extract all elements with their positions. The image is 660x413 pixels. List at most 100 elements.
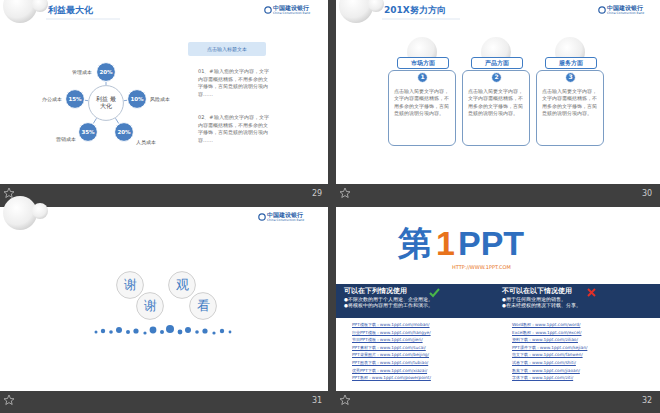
title-button: 点击输入标题文本 [188, 42, 266, 56]
number-circle: 3 [565, 72, 576, 83]
spoke-line [106, 82, 107, 85]
label-text: China Construction Bank [267, 219, 304, 223]
node-text: 谢 [124, 278, 137, 293]
node-text: 看 [197, 299, 210, 314]
spoke-line [115, 118, 118, 123]
node-text: 利益 最大化 [96, 96, 116, 110]
node-text: 10% [130, 96, 143, 102]
percent-circle: 20% [114, 122, 134, 142]
link-line: PPT背景图片：www.1ppt.com/beijing/ [352, 352, 429, 358]
link-line: 行业PPT模板：www.1ppt.com/hangye/ [352, 330, 431, 336]
label-text: 31 [312, 396, 322, 406]
node-text: 35% [81, 129, 94, 135]
spoke-line-stroke [85, 100, 88, 101]
link-line: 范文下载：www.1ppt.com/fanwen/ [512, 352, 583, 358]
panel-item: ●不限次数的用于个人用途、企业用途。 [344, 297, 495, 303]
info-band [336, 284, 660, 318]
number-circle: 1 [417, 72, 428, 83]
node-text: 15% [68, 96, 81, 102]
node-text: 点击输入简要文字内容，文字内容需概括精炼，不用多余的文字修饰，言简意赅的说明分项… [542, 88, 598, 117]
panel-heading: 可以在下列情况使用 [344, 287, 495, 297]
spoke-line [93, 118, 96, 123]
heading-tab: 服务方面 [545, 57, 597, 69]
usage-panel: 不可以在以下情况使用●用于任何商业用途的销售。●在未经授权的情况下转载、分享。 [500, 286, 656, 316]
label-text: 利益最大化 [48, 5, 93, 17]
link-line: PPT模板下载：www.1ppt.com/moban/ [352, 322, 430, 328]
label-text: 人员成本 [136, 139, 156, 146]
title-rule [382, 19, 460, 20]
label-text: HTTP://WWW.1PPT.COM [452, 264, 511, 271]
link-line: 节日PPT模板：www.1ppt.com/jieri/ [352, 337, 423, 343]
node-text: 点击输入标题文本 [207, 46, 247, 52]
logo-text: 1 [436, 226, 455, 260]
heading-tab: 产品方面 [471, 57, 523, 69]
label-text: 01、#输入您的文字内容，文字内容需概括精炼，不用多余的文字修饰，言简意赅的说明… [198, 68, 270, 98]
logo-text: PPT [458, 226, 524, 260]
link-line: Excel教程：www.1ppt.com/excel/ [512, 330, 581, 336]
label-text: 风险成本 [150, 96, 170, 103]
content-card: 点击输入简要文字内容，文字内容需概括精炼，不用多余的文字修饰，言简意赅的说明分项… [536, 70, 604, 146]
usage-panel: 可以在下列情况使用●不限次数的用于个人用途、企业用途。●将模板中的内容用于您的工… [342, 286, 497, 316]
percent-circle: 15% [65, 89, 85, 109]
node-text: 1 [420, 74, 424, 81]
label-text: 营销成本 [56, 136, 76, 143]
link-line: PPT教程：www.1ppt.com/powerpoint/ [352, 375, 431, 381]
panel-item: ●在未经授权的情况下转载、分享。 [502, 303, 654, 309]
node-text: 产品方面 [485, 59, 509, 68]
node-text: 点击输入简要文字内容，文字内容需概括精炼，不用多余的文字修饰，言简意赅的说明分项… [394, 88, 450, 117]
slide-panel [0, 0, 328, 184]
spoke-line [85, 100, 88, 101]
link-line: 优秀PPT下载：www.1ppt.com/xiazai/ [352, 368, 427, 374]
label-text: 32 [642, 396, 652, 406]
panel-item: ●用于任何商业用途的销售。 [502, 297, 654, 303]
title-rule [46, 19, 120, 20]
label-text: 办公成本 [42, 96, 62, 103]
node-text: 观 [176, 278, 189, 293]
spoke-line-stroke [106, 82, 107, 85]
label-text: 30 [642, 189, 652, 199]
node-text: 服务方面 [559, 59, 583, 68]
logo-text: 第 [398, 226, 432, 260]
link-line: Word教程：www.1ppt.com/word/ [512, 322, 580, 328]
deco-dots [95, 325, 232, 335]
content-card: 点击输入简要文字内容，文字内容需概括精炼，不用多余的文字修饰，言简意赅的说明分项… [462, 70, 530, 146]
percent-circle: 10% [127, 89, 147, 109]
link-line: 教案下载：www.1ppt.com/jiaoan/ [512, 368, 580, 374]
slide-panel [336, 0, 660, 184]
panel-item: ●将模板中的内容用于您的工作和演示。 [344, 303, 495, 309]
content-card: 点击输入简要文字内容，文字内容需概括精炼，不用多余的文字修饰，言简意赅的说明分项… [388, 70, 456, 146]
thanks-circle: 谢 [116, 271, 144, 299]
percent-circle: 35% [78, 122, 98, 142]
node-text: 20% [117, 129, 130, 135]
node-text: 谢 [144, 299, 157, 314]
link-line: PPT素材下载：www.1ppt.com/sucai/ [352, 345, 426, 351]
link-line: 试卷下载：www.1ppt.com/shiti/ [512, 360, 576, 366]
link-line: 资料下载：www.1ppt.com/ziliao/ [512, 337, 578, 343]
label-text: China Construction Bank [273, 12, 310, 16]
thanks-circle: 看 [189, 292, 217, 320]
thanks-circle: 观 [168, 271, 196, 299]
spoke-line-stroke [93, 118, 96, 123]
link-line: 字体下载：www.1ppt.com/ziti/ [512, 375, 573, 381]
label-text: 29 [312, 189, 322, 199]
node-text: 点击输入简要文字内容，文字内容需概括精炼，不用多余的文字修饰，言简意赅的说明分项… [468, 88, 524, 117]
spoke-line-stroke [124, 100, 127, 101]
heading-tab: 市场方面 [397, 57, 449, 69]
label-text: 201X努力方向 [384, 5, 446, 17]
center-circle: 利益 最大化 [88, 85, 124, 121]
node-text: 市场方面 [411, 59, 435, 68]
link-line: PPT课件下载：www.1ppt.com/kejian/ [512, 345, 587, 351]
cross-mark [588, 289, 595, 296]
node-text: 20% [99, 69, 112, 75]
thanks-circle: 谢 [136, 292, 164, 320]
spoke-line-stroke [115, 118, 118, 123]
bank-logo-icon [259, 7, 605, 220]
slide-panel [336, 207, 660, 391]
star-icon [4, 188, 350, 405]
slide-panel [0, 207, 328, 391]
label-text: 管理成本 [72, 69, 92, 76]
label-text: China Construction Bank [607, 12, 644, 16]
deco-bubbles [3, 0, 384, 230]
link-line: PPT图表下载：www.1ppt.com/tubiao/ [352, 360, 428, 366]
